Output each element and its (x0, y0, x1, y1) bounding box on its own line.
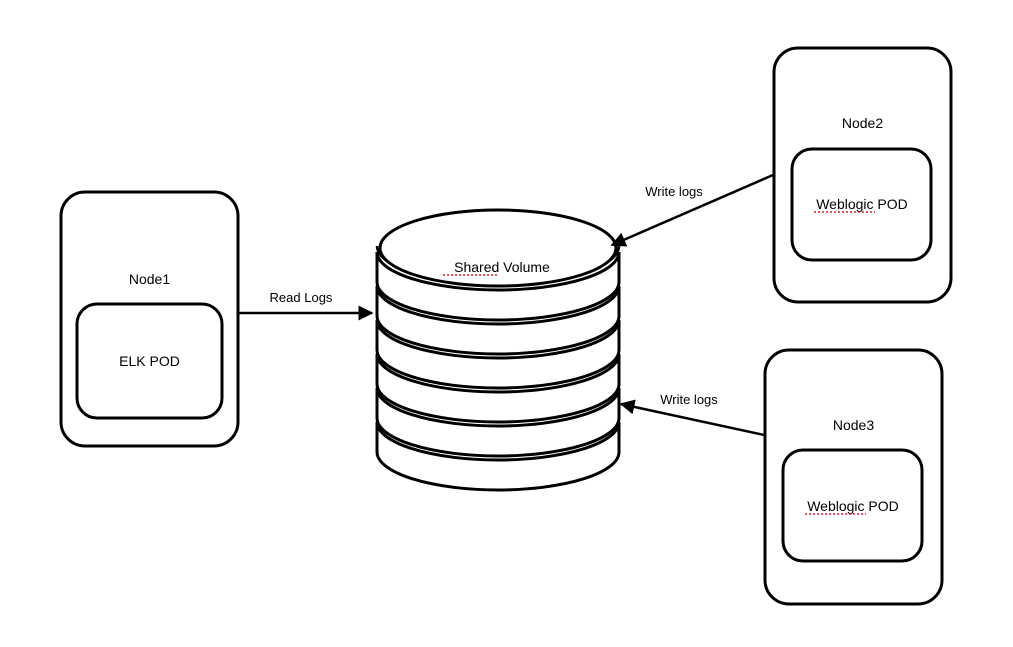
weblogic-pod-box-node3[interactable] (781, 448, 924, 563)
disk-layer (375, 251, 621, 322)
node1-label: Node1 (129, 271, 170, 287)
node2-label: Node2 (842, 115, 883, 131)
read-logs-label: Read Logs (270, 290, 333, 305)
disk-stack (375, 208, 621, 492)
node3-label: Node3 (833, 417, 874, 433)
elk-pod-label: ELK POD (119, 353, 180, 369)
disk-layer (375, 387, 621, 458)
weblogic-pod-label-node2: Weblogic POD (816, 196, 908, 212)
node3-container[interactable]: Node3 Weblogic POD (763, 348, 944, 606)
disk-layer (375, 421, 621, 492)
edge-write-logs-node2[interactable]: Write logs (610, 173, 774, 247)
shared-volume-label: Shared Volume (454, 259, 550, 275)
write-logs-label-node2: Write logs (645, 184, 703, 199)
disk-layer (375, 319, 621, 390)
node2-container[interactable]: Node2 Weblogic POD (772, 46, 953, 304)
node1-container[interactable]: Node1 ELK POD (59, 190, 240, 448)
edge-read-logs[interactable]: Read Logs (238, 290, 374, 321)
write-logs-arrow-node2[interactable] (610, 173, 774, 247)
write-logs-arrow-node3[interactable] (619, 399, 765, 437)
weblogic-pod-box-node2[interactable] (790, 147, 933, 262)
disk-layer (375, 285, 621, 356)
weblogic-pod-label-node3: Weblogic POD (807, 498, 899, 514)
write-logs-label-node3: Write logs (660, 392, 718, 407)
elk-pod-box[interactable] (75, 302, 224, 420)
volume-top-ellipse (378, 208, 618, 288)
shared-volume[interactable]: Shared Volume (375, 208, 621, 492)
disk-layer (375, 353, 621, 424)
edge-write-logs-node3[interactable]: Write logs (619, 392, 765, 437)
